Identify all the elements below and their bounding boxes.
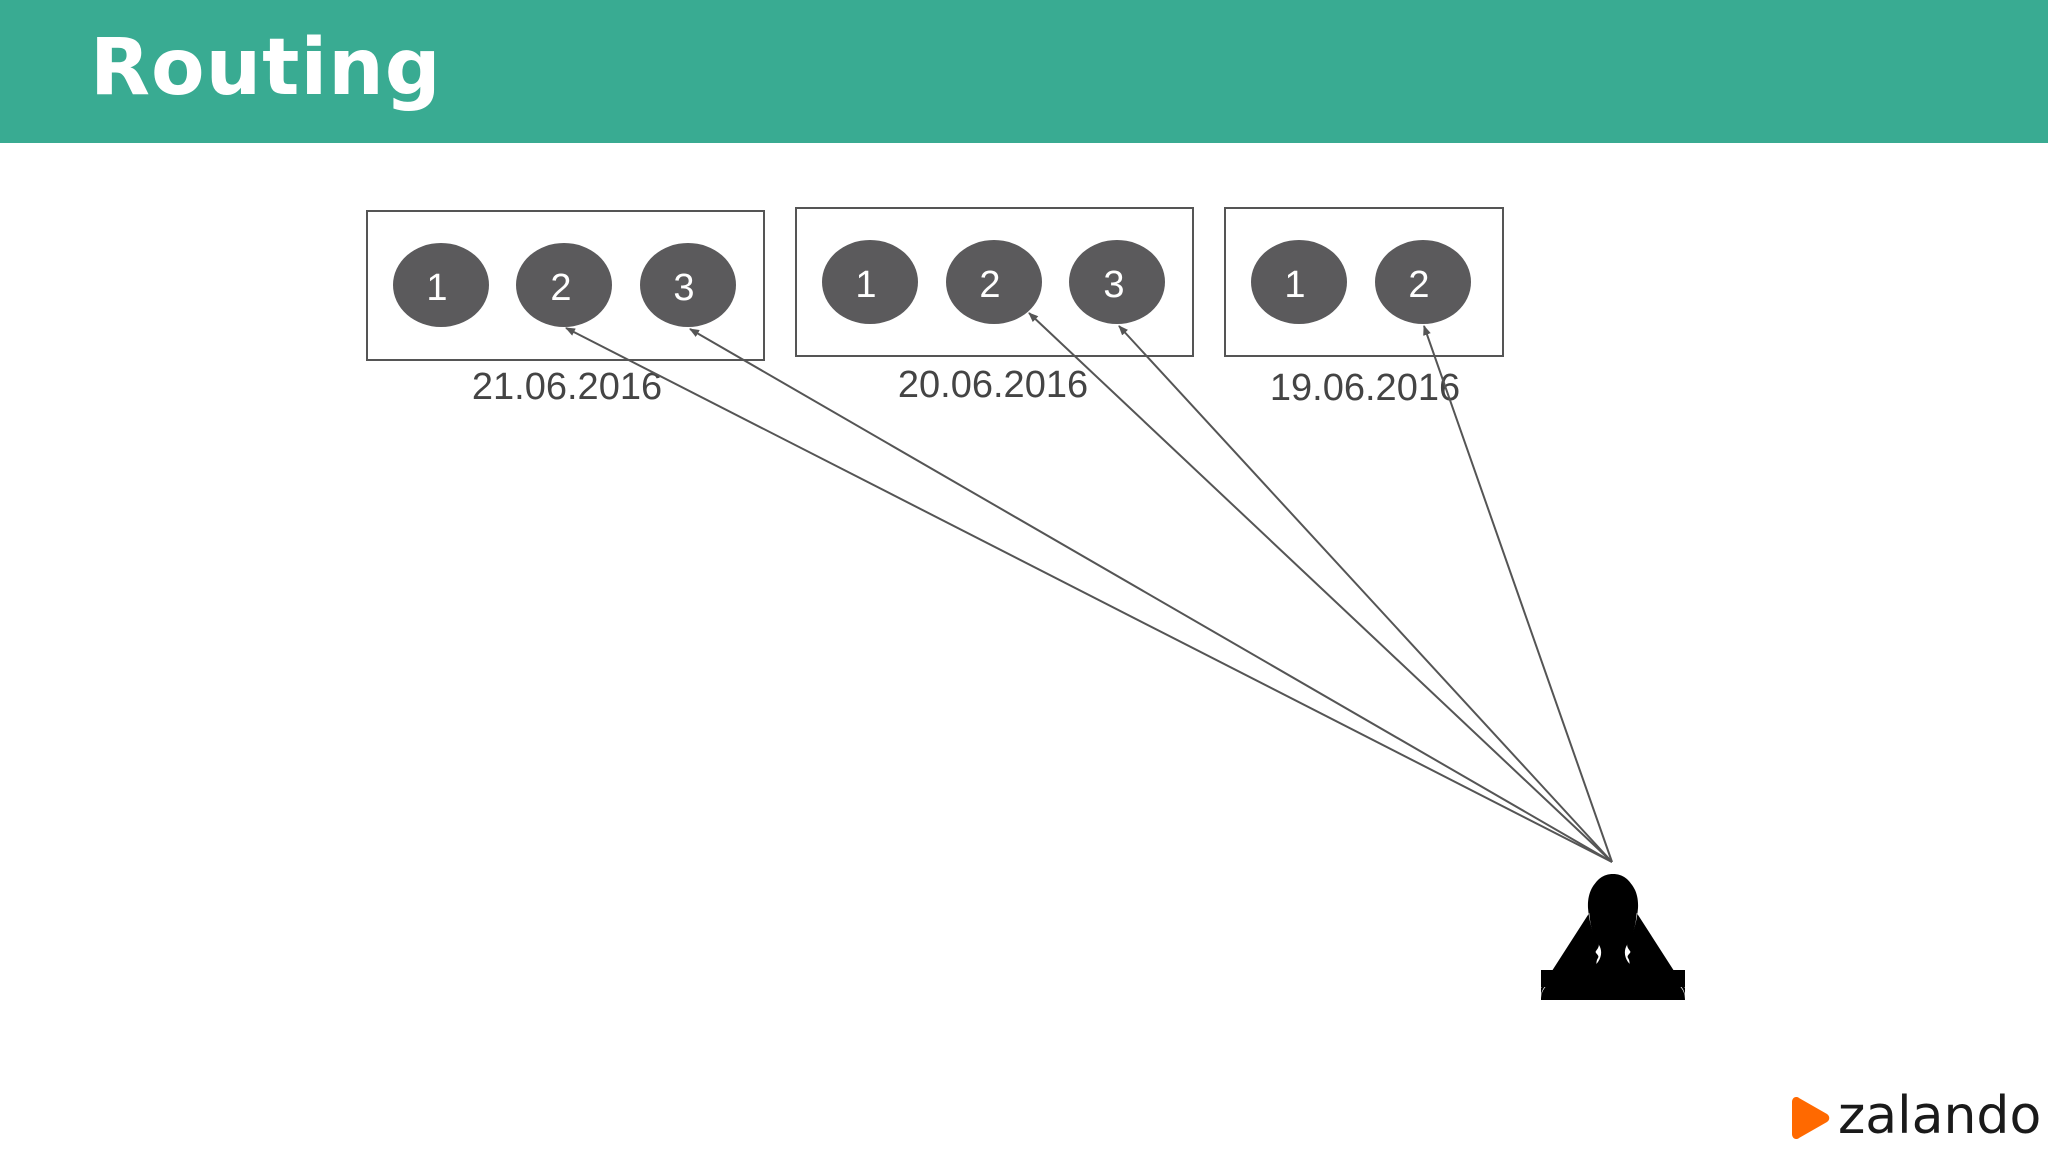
zalando-logo-icon [1792,1097,1830,1139]
arrow-to-21-06-node-3 [689,328,1613,863]
arrow-to-21-06-node-2 [565,327,1613,863]
group-date-label: 20.06.2016 [898,364,1088,406]
group-19-06-2016: 1 2 19.06.2016 [1224,207,1504,409]
node-label: 3 [1103,264,1124,306]
node-3 [1069,240,1165,324]
node-2 [946,240,1042,324]
node-1 [822,240,918,324]
brand-name: zalando [1838,1086,2042,1146]
arrow-to-20-06-node-3 [1118,325,1613,863]
slide-title: Routing [90,23,442,113]
node-2 [1375,240,1471,324]
node-1 [393,243,489,327]
group-date-label: 21.06.2016 [472,366,662,408]
node-label: 2 [550,267,571,309]
zalando-logo: zalando [1790,1086,2041,1150]
group-box [795,207,1194,357]
node-3 [640,243,736,327]
group-box [366,210,765,361]
node-1 [1251,240,1347,324]
node-label: 1 [1284,264,1305,306]
node-label: 2 [1408,264,1429,306]
node-label: 2 [979,264,1000,306]
group-21-06-2016: 1 2 3 21.06.2016 [366,210,765,408]
group-20-06-2016: 1 2 3 20.06.2016 [795,207,1194,406]
node-label: 3 [673,267,694,309]
node-label: 1 [426,267,447,309]
group-date-label: 19.06.2016 [1270,367,1460,409]
header-bar: Routing [0,0,2048,143]
arrow-to-20-06-node-2 [1028,312,1613,863]
node-label: 1 [855,264,876,306]
routing-arrows [565,312,1613,863]
user-silhouette-icon [1541,874,1685,1000]
arrow-to-19-06-node-2 [1423,325,1613,863]
group-box [1224,207,1504,357]
node-2 [516,243,612,327]
